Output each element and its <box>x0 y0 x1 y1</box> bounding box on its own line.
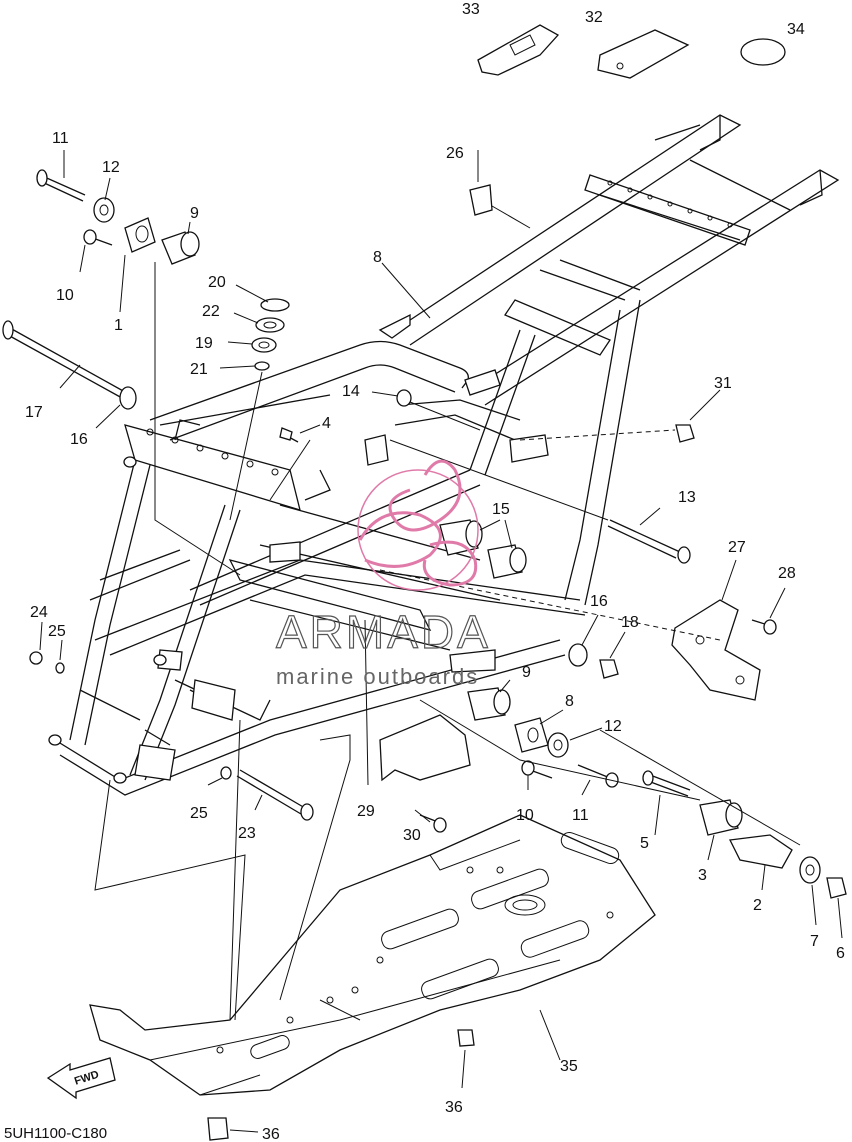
callout-8b: 8 <box>565 693 574 710</box>
callout-31: 31 <box>714 375 732 392</box>
callout-13: 13 <box>678 489 696 506</box>
callout-30: 30 <box>403 827 421 844</box>
callout-11: 11 <box>52 130 69 147</box>
callout-12: 12 <box>102 159 120 176</box>
diagram-code: 5UH1100-C180 <box>4 1125 107 1142</box>
callout-32: 32 <box>585 9 603 26</box>
callout-27: 27 <box>728 539 746 556</box>
callout-8: 1 <box>114 317 123 334</box>
callout-18: 18 <box>621 614 639 631</box>
callout-3: 3 <box>698 867 707 884</box>
callout-1: 8 <box>373 249 382 266</box>
watermark-title: ARMADA <box>276 606 491 658</box>
callout-11b: 11 <box>572 807 589 824</box>
callout-29: 29 <box>357 803 375 820</box>
callout-20: 20 <box>208 274 226 291</box>
callout-36b: 36 <box>262 1126 280 1142</box>
callout-25b: 25 <box>190 805 208 822</box>
small-parts <box>2 24 847 1141</box>
callout-34: 34 <box>787 21 805 38</box>
callout-23: 23 <box>238 825 256 842</box>
callout-17: 17 <box>25 404 43 421</box>
leader-lines <box>39 150 843 1133</box>
callout-16b: 16 <box>590 593 608 610</box>
callout-labels: 33 32 34 26 11 12 9 10 8 1 20 22 19 21 1… <box>25 1 845 1142</box>
callout-24: 24 <box>30 604 48 621</box>
callout-22: 22 <box>202 303 220 320</box>
callout-4: 4 <box>322 415 331 432</box>
callout-14: 14 <box>342 383 360 400</box>
callout-16: 16 <box>70 431 88 448</box>
callout-10b: 10 <box>516 807 534 824</box>
callout-6: 6 <box>836 945 845 962</box>
callout-19: 19 <box>195 335 213 352</box>
callout-15: 15 <box>492 501 510 518</box>
fwd-arrow: FWD <box>46 1057 116 1100</box>
main-frame <box>48 114 840 796</box>
watermark-subtitle: marine outboards <box>276 664 479 689</box>
callout-2: 2 <box>753 897 762 914</box>
callout-36: 36 <box>445 1099 463 1116</box>
watermark: ARMADA marine outboards <box>275 459 491 689</box>
callout-9b: 9 <box>522 664 531 681</box>
callout-33: 33 <box>462 1 480 18</box>
callout-5: 5 <box>640 835 649 852</box>
callout-25: 25 <box>48 623 66 640</box>
watermark-logo <box>357 459 479 591</box>
fwd-arrow-icon <box>46 1057 116 1100</box>
callout-28: 28 <box>778 565 796 582</box>
callout-26: 26 <box>446 145 464 162</box>
callout-35: 35 <box>560 1058 578 1075</box>
callout-10: 10 <box>56 287 74 304</box>
skid-plate <box>89 814 656 1096</box>
callout-12b: 12 <box>604 718 622 735</box>
callout-21: 21 <box>190 361 208 378</box>
callout-7: 7 <box>810 933 819 950</box>
callout-9: 9 <box>190 205 199 222</box>
